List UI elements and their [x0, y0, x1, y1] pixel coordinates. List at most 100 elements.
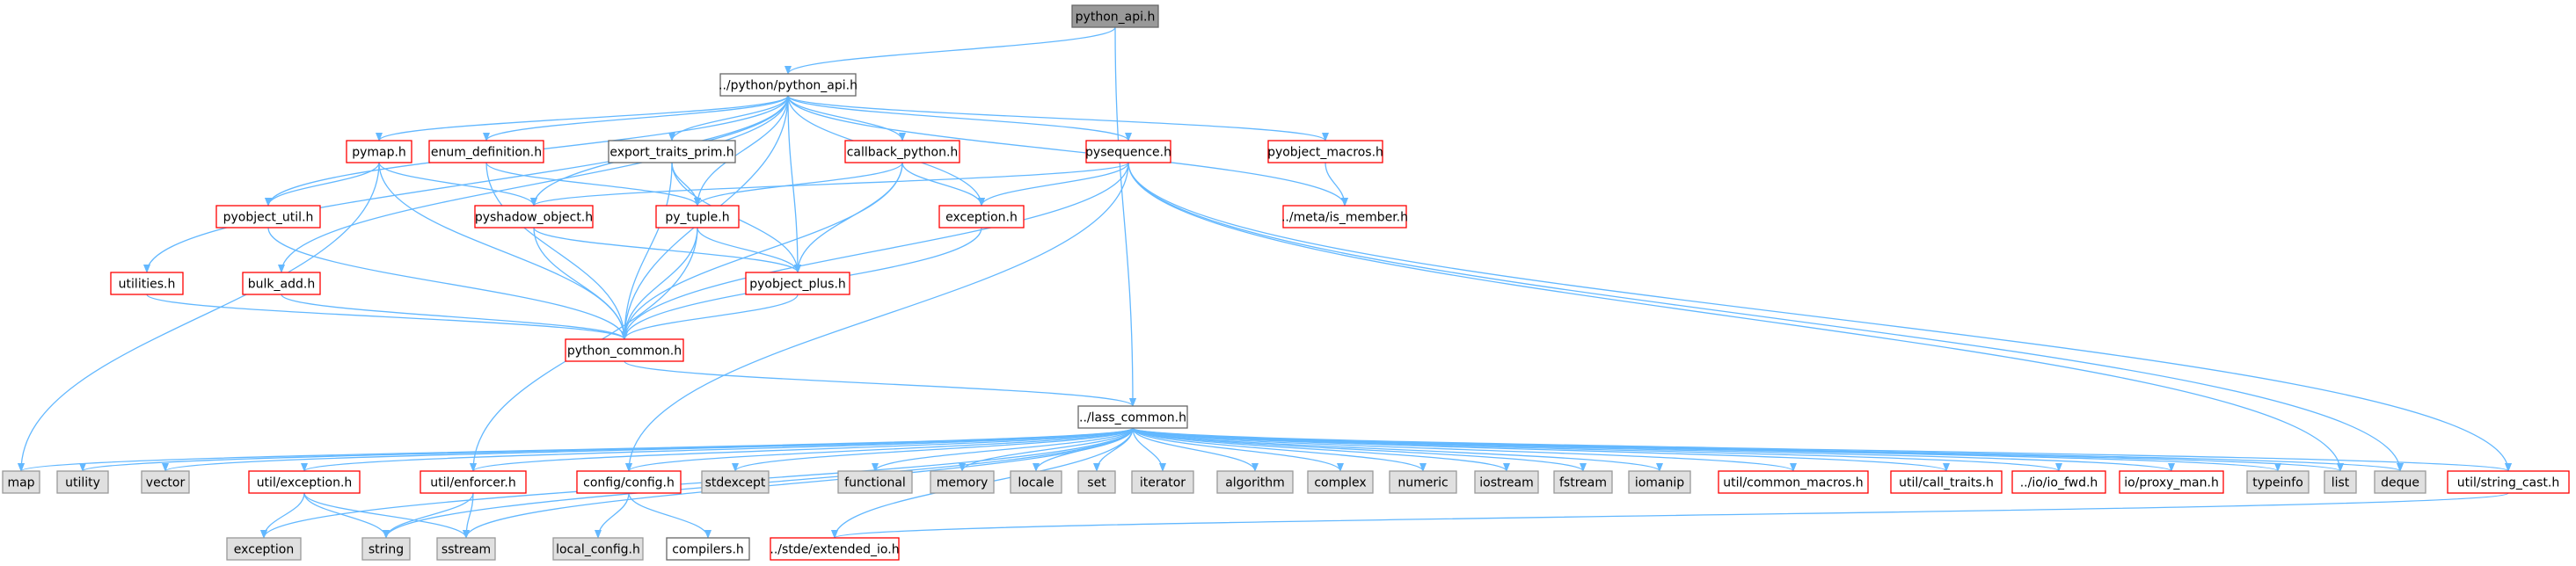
edge-lass_common_h-to-util_common_macros_h — [1132, 427, 1797, 472]
edge-lass_common_h-to-algorithm — [1132, 427, 1259, 472]
node-box — [938, 205, 1025, 229]
edge-pysequence_h-to-python_common_h — [621, 162, 1129, 340]
node-exception_h[interactable]: exception.h — [938, 205, 1025, 229]
node-utility[interactable]: utility — [56, 470, 109, 494]
node-deque[interactable]: deque — [2374, 470, 2426, 494]
node-label: sstream — [441, 543, 491, 557]
node-locale[interactable]: locale — [1010, 470, 1062, 494]
node-box — [436, 537, 496, 561]
node-util_common_macros_h[interactable]: util/common_macros.h — [1718, 470, 1869, 494]
node-callback_python_h[interactable]: callback_python.h — [844, 140, 960, 163]
node-label: util/enforcer.h — [430, 476, 515, 490]
node-label: pymap.h — [352, 146, 406, 160]
node-set[interactable]: set — [1077, 470, 1116, 494]
node-label: ../lass_common.h — [1079, 411, 1186, 425]
edge-pysequence_h-to-util_string_cast_h — [1127, 162, 2512, 472]
node-util_enforcer_h[interactable]: util/enforcer.h — [420, 470, 527, 494]
edge-python_api_h-to-lass_common_h — [1114, 26, 1136, 407]
node-vector[interactable]: vector — [141, 470, 190, 494]
node-pysequence_h[interactable]: pysequence.h — [1085, 140, 1171, 163]
node-iterator[interactable]: iterator — [1131, 470, 1194, 494]
node-label: string — [369, 543, 404, 557]
node-functional[interactable]: functional — [837, 470, 913, 494]
node-iostream[interactable]: iostream — [1474, 470, 1539, 494]
node-box — [2119, 470, 2224, 494]
edge-export_traits_prim_h-to-python_common_h — [621, 162, 673, 340]
node-typeinfo[interactable]: typeinfo — [2246, 470, 2310, 494]
edge-pyobject_macros_h-to-meta_is_member_h — [1324, 162, 1348, 207]
node-string[interactable]: string — [361, 537, 411, 561]
node-box — [770, 537, 900, 561]
node-util_exception_h[interactable]: util/exception.h — [248, 470, 361, 494]
edge-lass_common_h-to-numeric — [1132, 427, 1427, 472]
node-box — [2246, 470, 2310, 494]
edge-pysequence_h-to-deque — [1127, 162, 2404, 472]
node-map[interactable]: map — [2, 470, 40, 494]
edge-lass_common_h-to-functional — [872, 427, 1134, 472]
node-py_tuple_h[interactable]: py_tuple.h — [655, 205, 740, 229]
node-io_proxy_man_h[interactable]: io/proxy_man.h — [2119, 470, 2224, 494]
node-box — [701, 470, 770, 494]
node-util_string_cast_h[interactable]: util/string_cast.h — [2447, 470, 2570, 494]
node-complex[interactable]: complex — [1307, 470, 1374, 494]
node-compilers_h[interactable]: compilers.h — [666, 537, 750, 561]
node-bulk_add_h[interactable]: bulk_add.h — [242, 272, 321, 295]
edge-utilities_h-to-python_common_h — [146, 294, 628, 340]
edge-pysequence_h-to-exception_h — [978, 162, 1129, 207]
edge-python_python_api_h-to-enum_definition_h — [483, 95, 789, 142]
node-python_api_h[interactable]: python_api.h — [1071, 4, 1159, 28]
node-io_io_fwd_h[interactable]: ../io/io_fwd.h — [2011, 470, 2106, 494]
node-label: set — [1087, 476, 1106, 490]
node-box — [2, 470, 40, 494]
node-local_config_h[interactable]: local_config.h — [552, 537, 644, 561]
node-label: python_api.h — [1076, 11, 1156, 25]
node-stdexcept[interactable]: stdexcept — [701, 470, 770, 494]
edge-py_tuple_h-to-pyobject_plus_h — [697, 227, 801, 273]
edge-lass_common_h-to-util_enforcer_h — [470, 427, 1134, 472]
node-list[interactable]: list — [2324, 470, 2357, 494]
node-box — [1010, 470, 1062, 494]
node-label: vector — [146, 476, 186, 490]
node-box — [930, 470, 995, 494]
node-memory[interactable]: memory — [930, 470, 995, 494]
node-label: util/exception.h — [257, 476, 353, 490]
node-util_call_traits_h[interactable]: util/call_traits.h — [1890, 470, 2003, 494]
edge-lass_common_h-to-typeinfo — [1132, 427, 2281, 472]
node-sstream[interactable]: sstream — [436, 537, 496, 561]
node-stde_extended_io_h[interactable]: ../stde/extended_io.h — [770, 537, 900, 561]
node-python_common_h[interactable]: python_common.h — [565, 338, 684, 362]
node-meta_is_member_h[interactable]: ../meta/is_member.h — [1281, 205, 1408, 229]
node-pyobject_util_h[interactable]: pyobject_util.h — [215, 205, 321, 229]
node-box — [2011, 470, 2106, 494]
node-lass_common_h[interactable]: ../lass_common.h — [1077, 405, 1188, 429]
node-label: python_common.h — [567, 345, 682, 359]
node-numeric[interactable]: numeric — [1389, 470, 1457, 494]
node-pyobject_plus_h[interactable]: pyobject_plus.h — [745, 272, 850, 295]
node-python_python_api_h[interactable]: ../python/python_api.h — [719, 73, 857, 97]
node-label: pysequence.h — [1085, 146, 1171, 160]
node-utilities_h[interactable]: utilities.h — [110, 272, 184, 295]
node-config_config_h[interactable]: config/config.h — [576, 470, 682, 494]
node-box — [844, 140, 960, 163]
edge-callback_python_h-to-exception_h — [901, 162, 985, 207]
node-iomanip[interactable]: iomanip — [1628, 470, 1691, 494]
edge-pymap_h-to-pyshadow_object_h — [378, 162, 537, 207]
edge-lass_common_h-to-iostream — [1132, 427, 1510, 472]
node-box — [1216, 470, 1294, 494]
node-pymap_h[interactable]: pymap.h — [346, 140, 412, 163]
node-exception[interactable]: exception — [226, 537, 302, 561]
edge-util_enforcer_h-to-string — [383, 492, 474, 539]
node-enum_definition_h[interactable]: enum_definition.h — [428, 140, 544, 163]
node-fstream[interactable]: fstream — [1553, 470, 1613, 494]
node-algorithm[interactable]: algorithm — [1216, 470, 1294, 494]
node-pyshadow_object_h[interactable]: pyshadow_object.h — [474, 205, 594, 229]
edge-python_python_api_h-to-utilities_h — [143, 95, 789, 273]
edge-lass_common_h-to-stdexcept — [732, 427, 1134, 472]
node-export_traits_prim_h[interactable]: export_traits_prim.h — [608, 140, 736, 163]
node-box — [666, 537, 750, 561]
node-box — [141, 470, 190, 494]
edge-util_string_cast_h-to-stde_extended_io_h — [831, 492, 2509, 539]
node-box — [226, 537, 302, 561]
node-pyobject_macros_h[interactable]: pyobject_macros.h — [1267, 140, 1383, 163]
node-label: compilers.h — [672, 543, 744, 557]
